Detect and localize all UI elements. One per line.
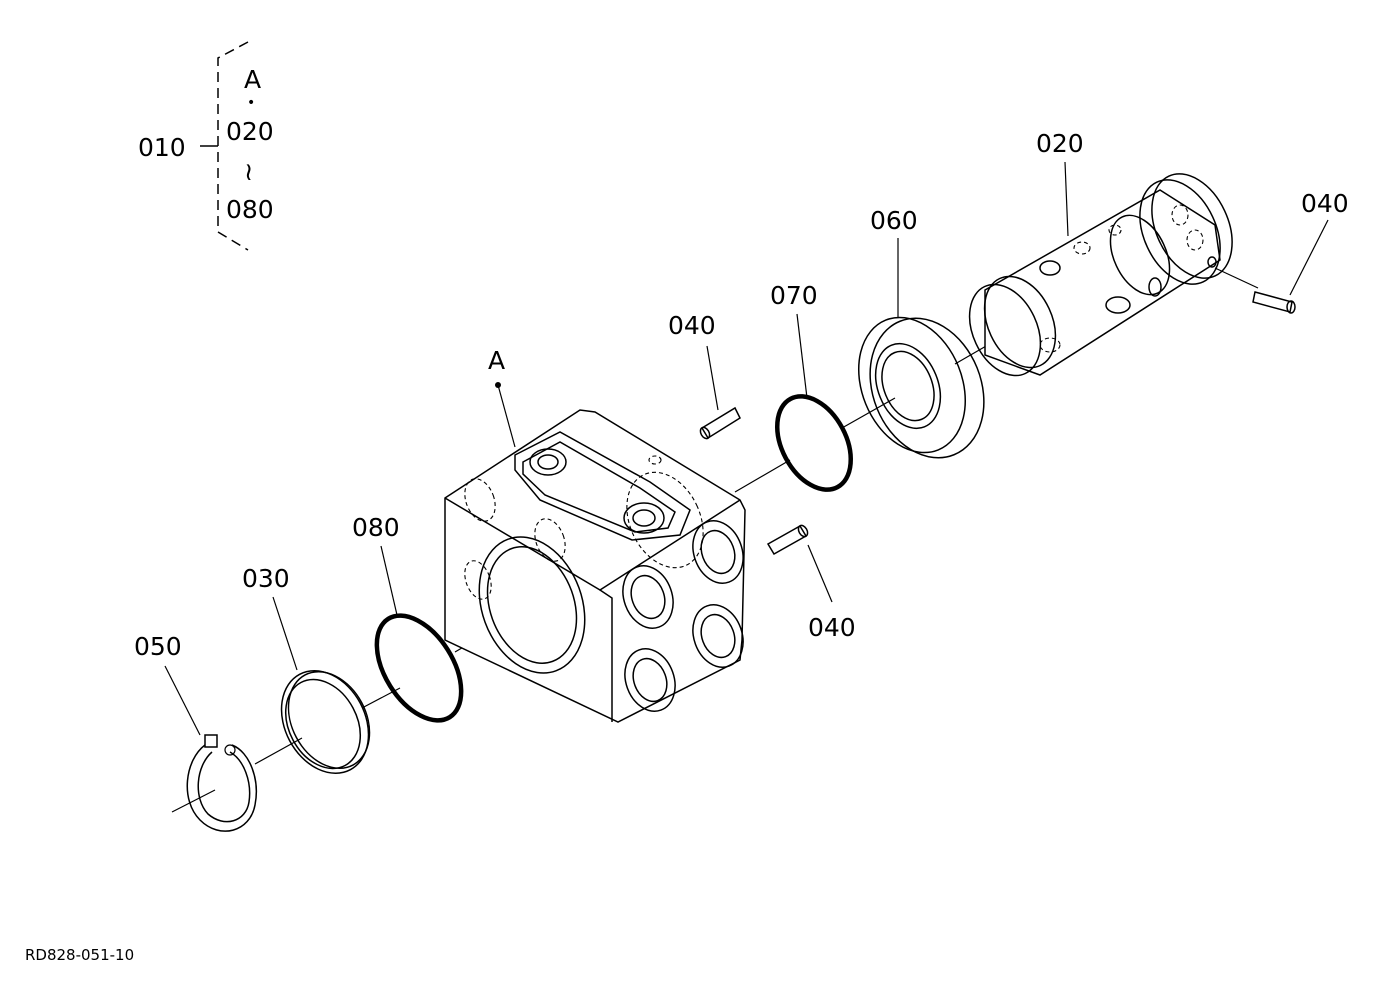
o-ring-070 xyxy=(775,394,853,492)
callout-080: 080 xyxy=(352,513,400,542)
bracket-range-sep: ≀ xyxy=(244,157,253,186)
callout-040-upper: 040 xyxy=(668,311,716,340)
group-bracket: 010 A • 020 ≀ 080 xyxy=(138,41,274,251)
pin-040-upper xyxy=(699,406,741,440)
o-ring-080 xyxy=(374,613,464,723)
spool-020 xyxy=(968,173,1233,377)
leader-lines xyxy=(164,161,1329,736)
callout-070: 070 xyxy=(770,281,818,310)
bracket-ref-label: A xyxy=(244,65,261,94)
circlip-050 xyxy=(186,734,257,832)
valve-body-A xyxy=(444,409,746,723)
callout-040-lower: 040 xyxy=(808,613,856,642)
pin-040-lower xyxy=(766,524,809,556)
bracket-dot: • xyxy=(247,95,255,111)
bracket-parent-label: 010 xyxy=(138,133,186,162)
retaining-ring-030 xyxy=(280,670,371,774)
callout-050: 050 xyxy=(134,632,182,661)
callout-labels: A 020 040 060 070 040 040 080 030 050 xyxy=(134,129,1349,661)
callout-020: 020 xyxy=(1036,129,1084,158)
bracket-range-start: 020 xyxy=(226,117,274,146)
callout-040-right: 040 xyxy=(1301,189,1349,218)
collar-060 xyxy=(857,316,985,459)
drawing-code: RD828-051-10 xyxy=(25,946,134,964)
bracket-range-end: 080 xyxy=(226,195,274,224)
callout-030: 030 xyxy=(242,564,290,593)
pin-040-right xyxy=(1252,291,1296,314)
callout-060: 060 xyxy=(870,206,918,235)
callout-A: A xyxy=(488,346,505,375)
